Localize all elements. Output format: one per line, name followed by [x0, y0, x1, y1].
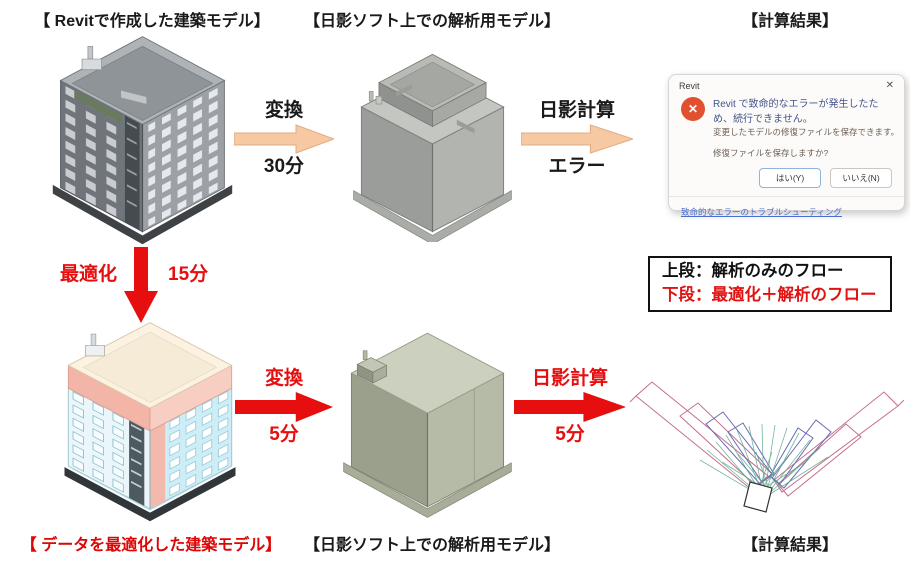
arrow-calc-bottom-label: 日影計算 [531, 368, 608, 389]
error-icon: ✕ [681, 97, 705, 121]
analysis-building-model-bottom [343, 332, 512, 518]
arrow-right-peach-icon [521, 124, 633, 154]
caption-analysis-model-top: 【日影ソフト上での解析用モデル】 [303, 13, 560, 30]
arrow-convert-top: 変換 30分 [230, 100, 338, 178]
arrow-calc-bottom: 日影計算 5分 [506, 368, 634, 446]
arrow-convert-bottom-time: 5分 [269, 423, 299, 445]
dialog-buttons: はい(Y) いいえ(N) [669, 159, 904, 189]
close-icon[interactable]: ✕ [885, 80, 894, 91]
dialog-question-text: 修復ファイルを保存しますか? [713, 148, 829, 159]
caption-analysis-model-bottom: 【日影ソフト上での解析用モデル】 [303, 537, 560, 554]
arrow-convert-bottom-label: 変換 [264, 368, 303, 389]
arrow-right-red-icon [235, 391, 333, 422]
caption-revit-model: 【 Revitで作成した建築モデル】 [34, 13, 270, 30]
legend-box: 上段：解析のみのフロー 下段：最適化＋解析のフロー [648, 256, 892, 312]
legend-bottom-row: 下段：最適化＋解析のフロー [662, 286, 877, 304]
arrow-calc-top-label: 日影計算 [538, 100, 615, 121]
revit-error-dialog: Revit ✕ ✕ Revit で致命的なエラーが発生したため、続行できません。… [668, 74, 905, 217]
dialog-content: ✕ Revit で致命的なエラーが発生したため、続行できません。 [669, 93, 904, 127]
arrow-convert-bottom: 変換 5分 [232, 368, 336, 446]
dialog-error-message: Revit で致命的なエラーが発生したため、続行できません。 [713, 99, 879, 125]
dialog-footer: 致命的なエラーのトラブルシューティング [669, 196, 904, 225]
caption-optimized-model: 【 データを最適化した建築モデル】 [20, 537, 282, 554]
revit-building-model [52, 36, 233, 245]
arrow-calc-top: 日影計算 エラー [513, 100, 641, 178]
arrow-down-red-icon [124, 247, 158, 323]
arrow-convert-top-time: 30分 [263, 155, 305, 177]
arrow-right-red-icon [514, 391, 626, 422]
dialog-body-text: 変更したモデルの修復ファイルを保存できます。 [713, 127, 900, 137]
arrow-calc-top-result: エラー [548, 155, 606, 177]
shadow-diagram [629, 381, 905, 513]
arrow-calc-bottom-time: 5分 [555, 423, 585, 445]
optimize-label: 最適化 [60, 264, 118, 285]
caption-result-top: 【計算結果】 [741, 13, 838, 30]
yes-button[interactable]: はい(Y) [759, 168, 821, 189]
dialog-titlebar: Revit ✕ [669, 75, 904, 93]
arrow-right-peach-icon [234, 124, 334, 154]
legend-top-row: 上段：解析のみのフロー [662, 262, 844, 281]
optimized-building-model [64, 322, 236, 522]
arrow-convert-top-label: 変換 [264, 100, 303, 121]
no-button[interactable]: いいえ(N) [830, 168, 892, 189]
troubleshooting-link[interactable]: 致命的なエラーのトラブルシューティング [681, 207, 842, 218]
analysis-building-model-top [353, 53, 512, 242]
optimize-time: 15分 [168, 264, 209, 285]
caption-result-bottom: 【計算結果】 [741, 537, 838, 554]
dialog-title: Revit [679, 81, 700, 91]
